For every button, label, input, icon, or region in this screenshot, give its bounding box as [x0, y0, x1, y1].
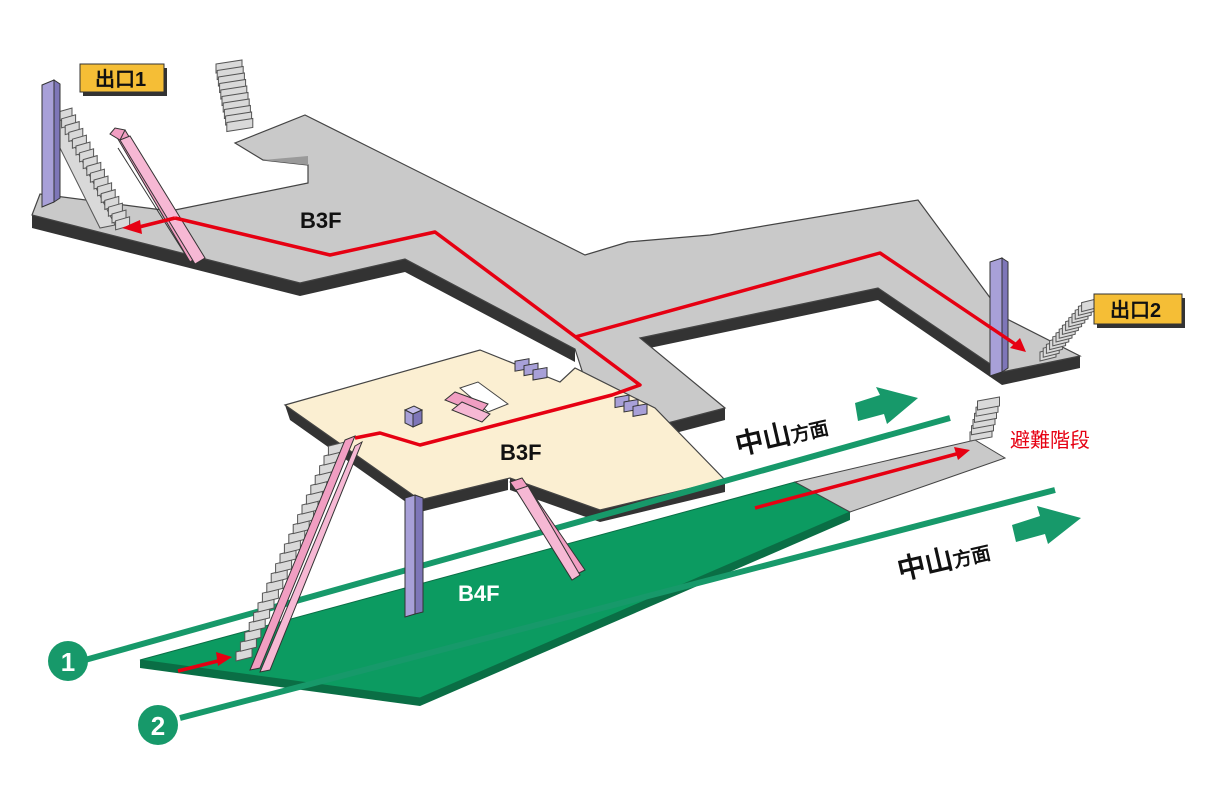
- evac-stairs-label: 避難階段: [1010, 429, 1090, 452]
- direction-2-sub: 方面: [951, 541, 993, 572]
- mezzanine-floor-label: B3F: [500, 440, 542, 465]
- pillar-exit1: [41, 79, 61, 208]
- direction-1-sub: 方面: [789, 416, 831, 447]
- upper-stairs: [215, 59, 254, 133]
- platform: [139, 439, 1007, 706]
- elevator-box: [403, 405, 424, 428]
- upper-stairs-step: [226, 117, 254, 133]
- route-platform-entry: [177, 658, 223, 673]
- route-branch-exit2: [574, 251, 1019, 348]
- pillar-exit2: [989, 257, 1009, 377]
- exit2-label: 出口2: [1110, 299, 1161, 322]
- pillar-center: [404, 494, 424, 618]
- direction-arrow-2: [1012, 506, 1081, 544]
- exit1-label: 出口1: [95, 68, 146, 91]
- exit1-stairs: [44, 107, 131, 231]
- route-main: [174, 216, 642, 447]
- escalator-platform-right: [509, 477, 586, 581]
- route-evac: [754, 451, 961, 510]
- track-2: [179, 487, 1056, 721]
- direction-arrow-1: [855, 387, 918, 424]
- exit2-stairs: [1039, 297, 1099, 362]
- track-2-number: 2: [151, 711, 165, 741]
- upper-floor: [31, 114, 1082, 426]
- evac-stairs: [969, 396, 1000, 442]
- route-arrowheads: [122, 220, 1026, 666]
- upper-floor-label: B3F: [300, 208, 342, 233]
- direction-1-main: 中山: [732, 418, 794, 461]
- ticket-gates: [514, 358, 648, 417]
- track-1: [84, 415, 951, 663]
- exit2-badge: [1093, 293, 1185, 328]
- platform-floor-label: B4F: [458, 581, 500, 606]
- direction-2-main: 中山: [894, 543, 956, 586]
- evac-stairs-step: [977, 396, 1000, 411]
- escalator-platform-left: [249, 435, 364, 673]
- route: [134, 216, 1019, 673]
- track-2-badge: [138, 705, 178, 745]
- escalator-mezzanine-head: [444, 391, 491, 423]
- direction-label-2: 中山方面: [894, 534, 993, 585]
- route-to-exit1: [134, 216, 176, 230]
- exit1-badge: [79, 63, 167, 96]
- track-1-number: 1: [61, 647, 75, 677]
- track-1-badge: [48, 641, 88, 681]
- escalator-upper: [109, 127, 206, 265]
